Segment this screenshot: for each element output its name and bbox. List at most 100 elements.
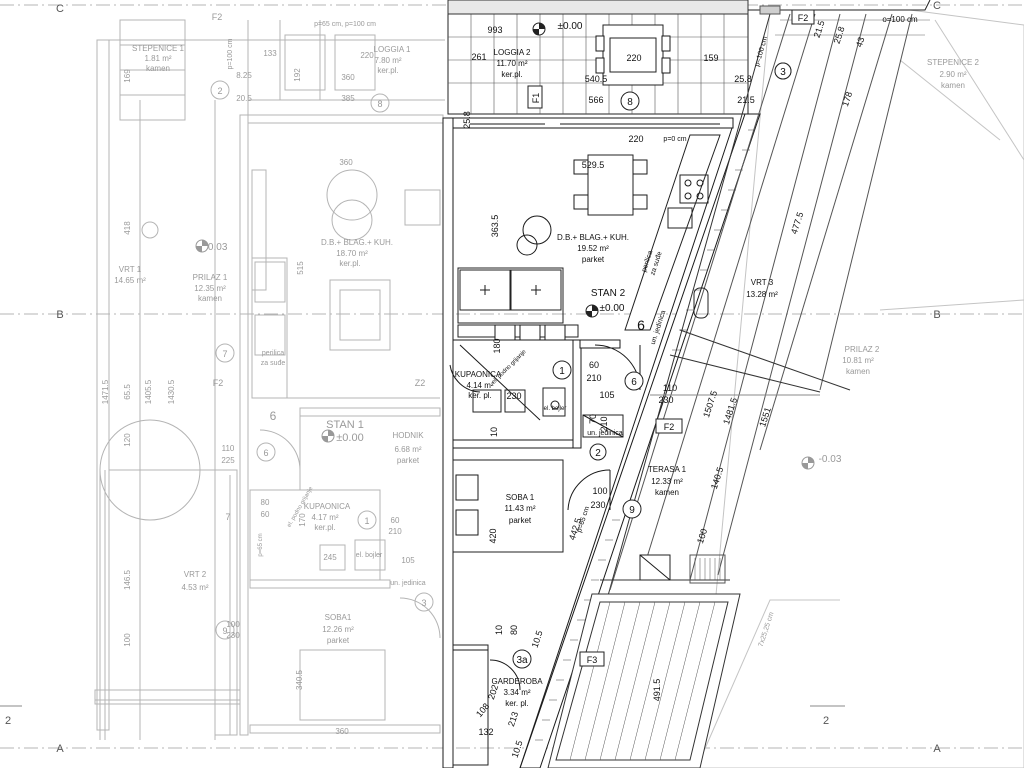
f2-top-label: F2 <box>798 13 809 23</box>
f-markers <box>527 9 815 667</box>
dim-655: 65.5 <box>123 384 132 400</box>
stan1-level: ±0.00 <box>336 432 363 444</box>
door-1: 1 <box>364 516 369 526</box>
dim-360c: 360 <box>335 727 349 736</box>
dim-105: 105 <box>599 390 614 400</box>
pcm-vert: p=65 cm <box>258 533 264 556</box>
garden2-area: 4.53 m² <box>181 583 208 592</box>
wardrobe2-name: GARDEROBA <box>491 677 543 686</box>
f2-label: F2 <box>664 422 675 432</box>
door-3: 3 <box>421 598 426 608</box>
stair2-p: p=100 cm <box>754 36 769 68</box>
level-symbols <box>195 22 815 470</box>
stairs2-floor: kamen <box>941 81 965 90</box>
sect-2: 2 <box>217 86 222 96</box>
marker-8: 8 <box>627 97 633 108</box>
dim-230-a: 230 <box>658 395 673 405</box>
dim-220-loggia: 220 <box>626 53 641 63</box>
bath1-area: 4.17 m² <box>311 513 338 522</box>
dim-105s: 105 <box>401 556 415 565</box>
dim-1405: 1405.5 <box>144 379 153 404</box>
dim-170: 170 <box>298 513 307 527</box>
dim-43: 43 <box>854 36 867 49</box>
dim-105-c: 10.5 <box>510 739 525 759</box>
perilica1: perilica <box>262 350 284 357</box>
hall1-floor: parket <box>397 456 420 465</box>
f1-label: F1 <box>531 93 541 104</box>
loggia2-level: ±0.00 <box>558 21 583 32</box>
dim-80s: 80 <box>261 498 270 507</box>
bed2-floor: parket <box>509 516 532 525</box>
marker-6: 6 <box>631 377 637 388</box>
dim-14815: 1481.5 <box>721 396 739 425</box>
grid-row-a-left: A <box>56 743 64 755</box>
garden2-name: VRT 2 <box>184 570 207 579</box>
grid-row-b-left: B <box>56 309 63 321</box>
stairs1-name: STEPENICE 1 <box>132 44 185 53</box>
bed1-name: SOBA1 <box>325 613 352 622</box>
boiler2: el. bojler <box>544 406 567 412</box>
door-7b: 7 <box>225 512 230 522</box>
z2-marker: Z2 <box>415 378 426 388</box>
f-marker-labels: F1 F2 F3 F2 <box>531 13 808 665</box>
living2-name: D.B.+ BLAG.+ KUH. <box>557 233 629 242</box>
dim-566: 566 <box>588 95 603 105</box>
marker-3a: 3a <box>516 655 528 666</box>
hall1-area: 6.68 m² <box>394 445 421 454</box>
grid-row-c-right: C <box>933 0 941 12</box>
stan1-faded-plan <box>0 4 1024 749</box>
dim-14305: 1430.5 <box>167 379 176 404</box>
dim-825: 8.25 <box>236 71 252 80</box>
dim-230-c: 230 <box>590 500 605 510</box>
loggia1-vp: p=100 cm <box>227 38 234 69</box>
stairs1-area: 1.81 m² <box>144 54 171 63</box>
stan2-level: ±0.00 <box>600 303 625 314</box>
grid-col-2-left: 2 <box>5 715 11 727</box>
dim-10-b: 10 <box>489 427 499 437</box>
dim-132: 132 <box>478 727 493 737</box>
grid-row-a-right: A <box>933 743 941 755</box>
loggia2-floor: ker.pl. <box>501 70 522 79</box>
door-6: 6 <box>263 448 268 458</box>
garden3-name: VRT 3 <box>751 278 774 287</box>
access1-area: 12.35 m² <box>194 284 226 293</box>
dim-105-b: 10.5 <box>530 629 545 649</box>
dim-60: 60 <box>589 360 599 370</box>
dim-360b: 360 <box>339 158 353 167</box>
dim-258-b: 25.8 <box>462 111 472 129</box>
wardrobe2-area: 3.34 m² <box>503 688 530 697</box>
grid-row-c-left: C <box>56 3 64 15</box>
bath1-name: KUPAONICA <box>304 502 351 511</box>
loggia2-area: 11.70 m² <box>497 59 528 68</box>
dim-360a: 360 <box>341 73 355 82</box>
unit1: un. jedinica <box>390 580 426 587</box>
door-7a: 7 <box>222 349 227 359</box>
dim-1465: 146.5 <box>123 569 132 590</box>
garden1-name: VRT 1 <box>119 265 142 274</box>
access2-floor: kamen <box>846 367 870 376</box>
loggia2-name: LOGGIA 2 <box>494 48 531 57</box>
access1-name: PRILAZ 1 <box>193 273 228 282</box>
hall1-name: HODNIK <box>392 431 424 440</box>
garden1-area: 14.65 m² <box>114 276 146 285</box>
dim-230-b: 230 <box>506 391 521 401</box>
loggia1-floor: ker.pl. <box>377 66 398 75</box>
stan2-markers <box>512 62 792 669</box>
dim-10-a: 10 <box>494 625 504 635</box>
marker-2: 2 <box>595 448 601 459</box>
dim-418: 418 <box>123 221 132 235</box>
bath2-floor: ker. pl. <box>468 391 492 400</box>
dim-80: 80 <box>509 625 519 635</box>
dim-169: 169 <box>123 69 132 83</box>
living1-area: 18.70 m² <box>336 249 368 258</box>
loggia1-name: LOGGIA 1 <box>374 45 411 54</box>
terrace-area: 12.33 m² <box>651 477 683 486</box>
dim-202: 202 <box>486 683 500 700</box>
dim-178: 178 <box>840 90 854 107</box>
bath1-floor: ker.pl. <box>314 523 335 532</box>
dim-159: 159 <box>703 53 718 63</box>
door-9: 9 <box>222 626 227 636</box>
access2-area: 10.81 m² <box>842 356 874 365</box>
grid-col-2-right: 2 <box>823 715 829 727</box>
